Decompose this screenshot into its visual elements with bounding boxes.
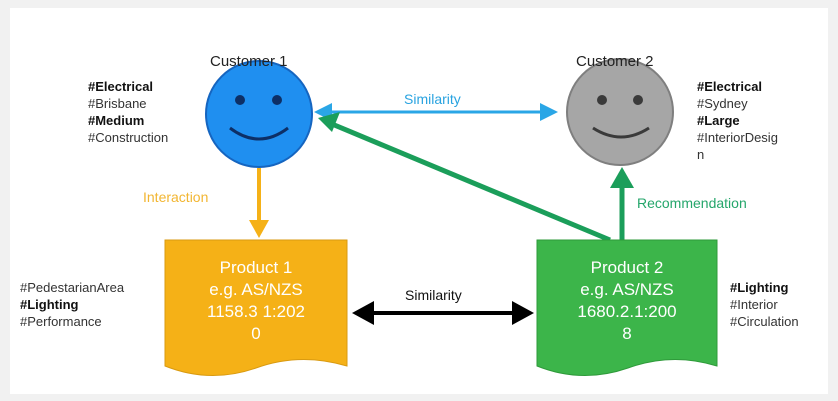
customer2-tag: #Sydney [697,96,748,111]
product1-label: Product 1 e.g. AS/NZS 1158.3 1:202 0 [165,257,347,345]
product2-tags: #Lighting #Interior #Circulation [730,279,799,330]
product1-line: 0 [251,324,261,343]
product-similarity-label: Similarity [405,287,462,303]
product2-document [536,239,718,376]
product2-line: 1680.2.1:200 [577,302,677,321]
customer-similarity-label: Similarity [404,91,461,107]
customer1-tag: #Medium [88,113,145,128]
product-similarity-arrow [352,301,534,325]
product1-line: e.g. AS/NZS [209,280,303,299]
customer2-title: Customer 2 [576,53,654,70]
customer1-tags: #Electrical #Brisbane #Medium #Construct… [88,78,168,146]
customer1-tag: #Electrical [88,79,154,94]
customer1-tag: #Brisbane [88,96,147,111]
product2-line: Product 2 [590,258,664,277]
customer2-tag: #InteriorDesig [697,130,778,145]
customer1-tag: #Construction [88,130,169,145]
customer2-tags: #Electrical #Sydney #Large #InteriorDesi… [697,78,778,163]
customer1-title: Customer 1 [210,53,288,70]
interaction-label: Interaction [143,189,209,205]
product1-document [164,239,348,376]
product2-tag: #Circulation [730,314,799,329]
product2-tag: #Lighting [730,280,789,295]
product1-tags: #PedestarianArea #Lighting #Performance [20,279,124,330]
product2-tag: #Interior [730,297,778,312]
product1-line: 1158.3 1:202 [207,302,305,321]
customer2-face [566,58,674,166]
product1-tag: #Performance [20,314,102,329]
customer2-tag: #Electrical [697,79,763,94]
product1-tag: #PedestarianArea [20,280,125,295]
interaction-arrow [249,168,269,238]
product2-line: e.g. AS/NZS [580,280,674,299]
recommendation-label: Recommendation [637,195,747,211]
customer2-tag: #Large [697,113,740,128]
product2-label: Product 2 e.g. AS/NZS 1680.2.1:200 8 [537,257,717,345]
customer1-face [205,60,313,168]
recommendation-arrow-to-customer1 [318,112,611,243]
recommendation-arrow-to-customer2 [610,167,634,240]
product1-line: Product 1 [219,258,293,277]
customer2-tag: n [697,147,705,162]
product1-tag: #Lighting [20,297,79,312]
product2-line: 8 [622,324,632,343]
